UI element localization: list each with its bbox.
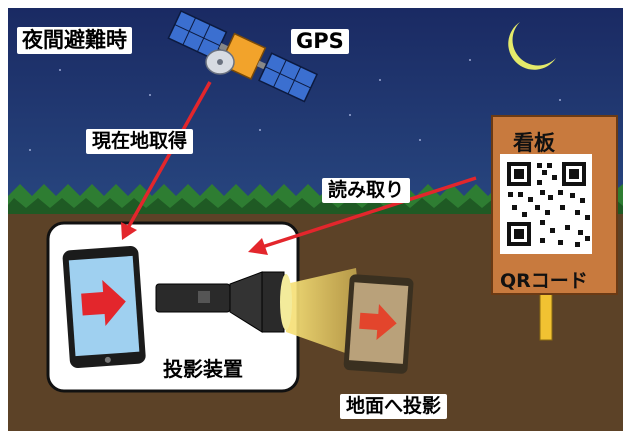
title-label: 夜間避難時	[17, 27, 132, 54]
satellite-icon	[167, 9, 319, 103]
qr-code-icon	[500, 154, 592, 254]
smartphone-icon	[62, 246, 146, 368]
gps-arrow	[121, 81, 212, 240]
tree-line-back	[8, 198, 623, 215]
acquire-location-label: 現在地取得	[86, 129, 194, 154]
signboard-label: 看板	[513, 131, 555, 155]
read-label: 読み取り	[322, 178, 411, 203]
qr-code-label: QRコード	[500, 270, 588, 292]
stars	[29, 59, 561, 151]
flashlight-icon	[155, 271, 292, 333]
ground-projection-label: 地面へ投影	[340, 394, 448, 419]
read-arrow	[248, 176, 477, 255]
gps-label: GPS	[291, 29, 349, 54]
light-beam	[286, 268, 365, 360]
projected-image	[343, 274, 414, 374]
projection-device-label: 投影装置	[163, 357, 243, 381]
